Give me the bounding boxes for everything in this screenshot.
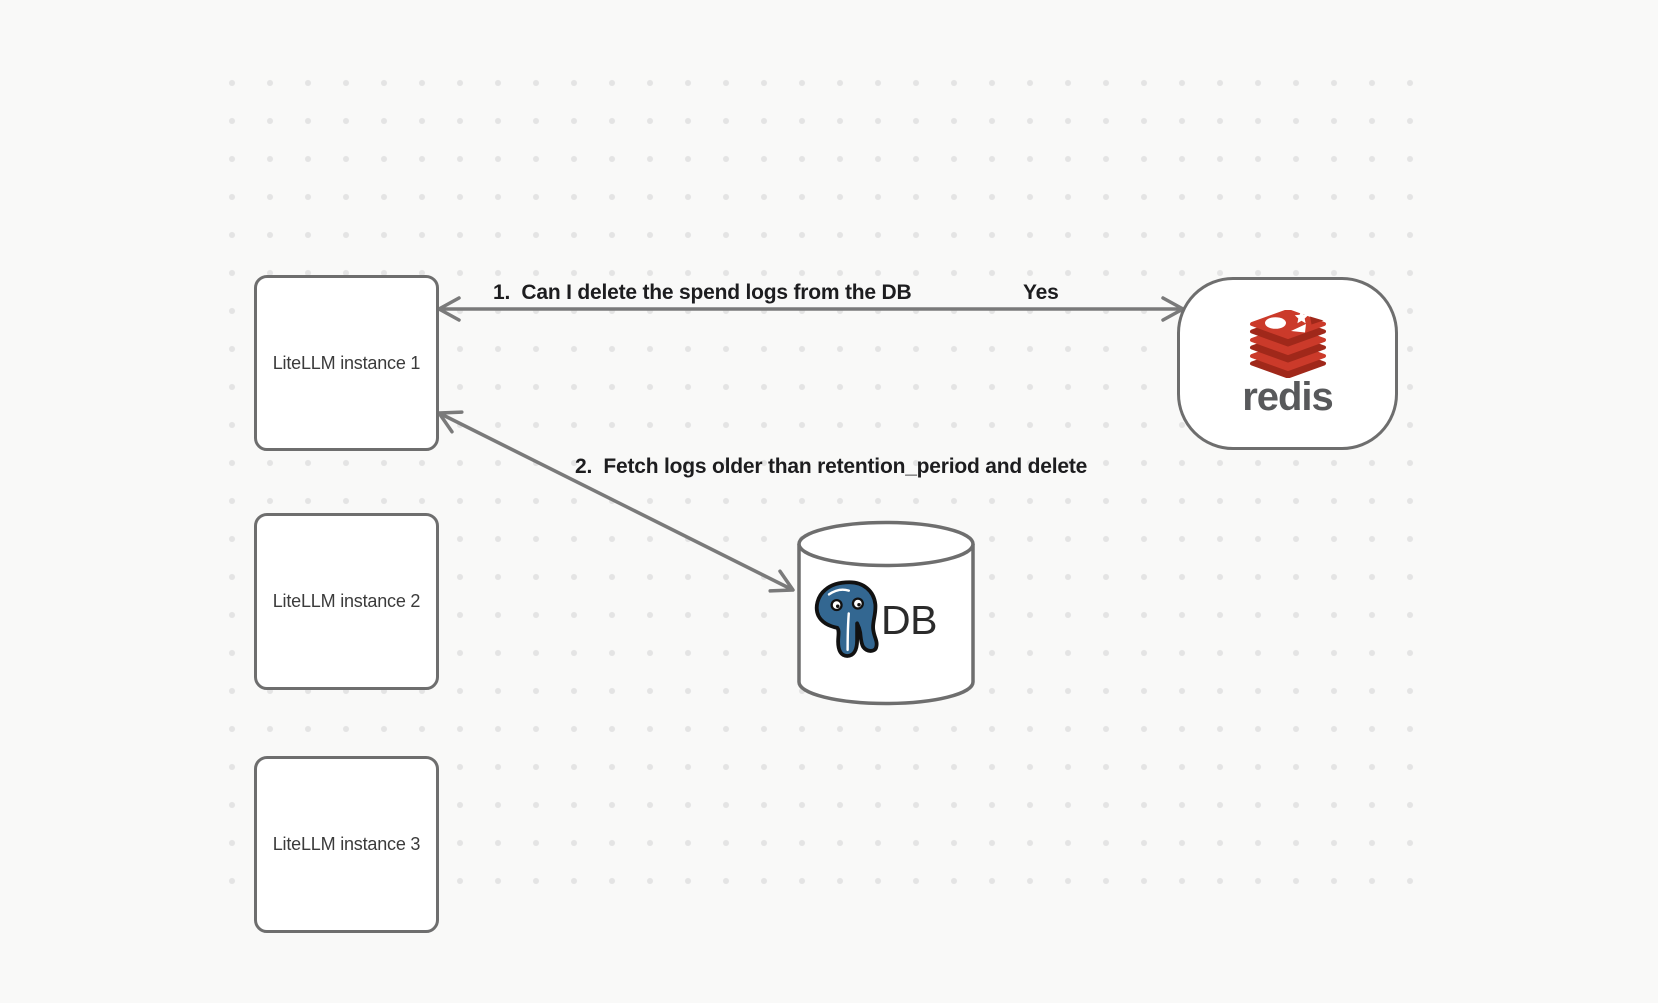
node-litellm-instance-2[interactable]: LiteLLM instance 2 (254, 513, 439, 690)
redis-wordmark: redis (1242, 375, 1334, 419)
node-litellm-instance-3-label: LiteLLM instance 3 (272, 834, 421, 854)
edge1-response-label[interactable]: Yes (1023, 281, 1059, 304)
node-litellm-instance-1-label: LiteLLM instance 1 (272, 352, 421, 373)
node-litellm-instance-1[interactable]: LiteLLM instance 1 (254, 275, 439, 451)
postgresql-logo-icon (814, 580, 879, 658)
edge-instance1-db[interactable] (437, 410, 795, 593)
node-litellm-instance-3[interactable]: LiteLLM instance 3 (254, 756, 439, 933)
node-redis[interactable]: redis (1177, 277, 1398, 450)
redis-logo-icon (1249, 310, 1326, 378)
edge2-label[interactable]: 2. Fetch logs older than retention_perio… (575, 455, 1088, 478)
node-litellm-instance-2-label: LiteLLM instance 2 (272, 591, 421, 611)
db-label: DB (881, 597, 937, 643)
edge1-label[interactable]: 1. Can I delete the spend logs from the … (493, 281, 912, 304)
